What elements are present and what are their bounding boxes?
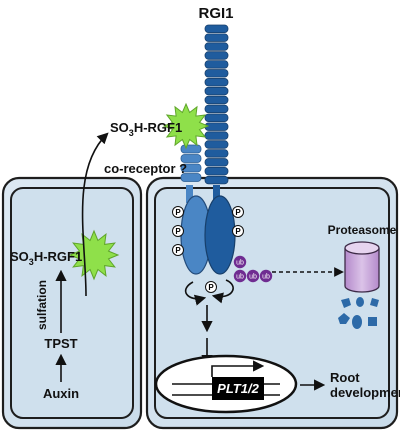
lrr-repeat — [204, 175, 229, 185]
phospho-site: P — [205, 281, 217, 293]
coreceptor-repeat — [180, 163, 202, 173]
fragment — [341, 298, 351, 308]
phospho-label: P — [235, 227, 241, 236]
lrr-repeat — [204, 51, 229, 60]
ubiquitin-label: ub — [262, 274, 270, 281]
ubiquitin: ub — [246, 269, 260, 283]
transphosphorylation-arrows — [184, 279, 234, 306]
rgf1-label-cell: SO3H-RGF1 — [10, 249, 82, 267]
rgf1-peptide-star — [68, 229, 120, 281]
coreceptor-stalk — [186, 185, 193, 203]
left-cell-membrane — [10, 187, 134, 419]
lrr-repeat — [204, 140, 229, 149]
lrr-repeat — [204, 158, 229, 167]
rgi1-kinase-domain — [204, 195, 236, 275]
phospho-site: P — [172, 206, 184, 218]
lrr-repeat — [204, 113, 229, 122]
lrr-repeat — [204, 122, 229, 131]
rgi1-label: RGI1 — [198, 5, 233, 22]
nucleus: PLT1/2 — [154, 354, 298, 414]
coreceptor-repeat — [180, 154, 202, 163]
lrr-repeat — [204, 60, 229, 69]
lrr-repeat — [204, 24, 229, 33]
outcome-line2: development — [330, 385, 400, 400]
phospho-circle — [172, 244, 184, 256]
ubiquitin-circle — [246, 269, 260, 283]
phospho-label: P — [175, 227, 181, 236]
ubiquitin: ub — [233, 269, 247, 283]
fragment — [370, 298, 379, 307]
lrr-repeat — [204, 131, 229, 140]
sulfation-label: sulfation — [35, 280, 49, 330]
phospho-circle — [172, 206, 184, 218]
phospho-label: P — [175, 208, 181, 217]
degraded-fragments — [338, 297, 379, 329]
phospho-label: P — [208, 283, 214, 292]
lrr-repeat — [204, 33, 229, 42]
curved-arrow-left — [184, 281, 207, 306]
proteasome-label: Proteasome — [328, 223, 397, 237]
phospho-site: P — [232, 225, 244, 237]
secretion-arrow — [81, 132, 109, 297]
fragment — [352, 315, 362, 329]
ubiquitin-label: ub — [236, 274, 244, 281]
phospho-circle — [205, 281, 217, 293]
lrr-repeat — [204, 42, 229, 51]
phospho-circle — [172, 225, 184, 237]
ubiquitin: ub — [259, 269, 273, 283]
ubiquitin-circle — [259, 269, 273, 283]
proteasome-top — [344, 241, 380, 255]
coreceptor-repeat — [180, 173, 202, 182]
fragment — [368, 317, 377, 326]
phospho-site: P — [232, 206, 244, 218]
phospho-circle — [232, 225, 244, 237]
lrr-repeat — [204, 69, 229, 78]
lrr-repeat — [204, 104, 229, 114]
ubiquitin-label: ub — [236, 260, 244, 267]
coreceptor-repeat — [180, 144, 202, 154]
phospho-site: P — [172, 244, 184, 256]
rgi1-stalk — [213, 185, 220, 203]
ubiquitin: ub — [233, 255, 247, 269]
lrr-repeat — [204, 78, 229, 87]
tpst-label: TPST — [44, 336, 77, 351]
auxin-label: Auxin — [43, 386, 79, 401]
fragment — [356, 297, 364, 307]
curved-arrow-right — [211, 279, 234, 304]
phospho-label: P — [175, 246, 181, 255]
coreceptor-label: co-receptor ? — [104, 161, 187, 176]
outcome-line1: Root — [330, 370, 360, 385]
ubiquitin-circle — [233, 269, 247, 283]
gene-box — [212, 377, 264, 400]
phospho-circle — [232, 206, 244, 218]
lrr-repeat — [204, 86, 229, 96]
ubiquitin-label: ub — [249, 274, 257, 281]
lrr-repeat — [204, 95, 229, 105]
rgf1-label-secreted: SO3H-RGF1 — [110, 120, 182, 138]
transcription-start-arrow — [211, 360, 265, 377]
phospho-site: P — [172, 225, 184, 237]
phosphorylation-sites: P P P P P P — [172, 206, 244, 293]
lrr-repeat — [204, 149, 229, 158]
rgf1-secreted-star — [162, 102, 210, 150]
phospho-label: P — [235, 208, 241, 217]
lrr-repeat — [204, 166, 229, 176]
fragment — [338, 313, 350, 324]
rgi1-extracellular-domain — [204, 24, 229, 185]
proteasome: Proteasome — [328, 223, 397, 293]
gene-label: PLT1/2 — [217, 381, 259, 396]
proteasome-barrel — [344, 248, 380, 293]
ubiquitin-circle — [233, 255, 247, 269]
